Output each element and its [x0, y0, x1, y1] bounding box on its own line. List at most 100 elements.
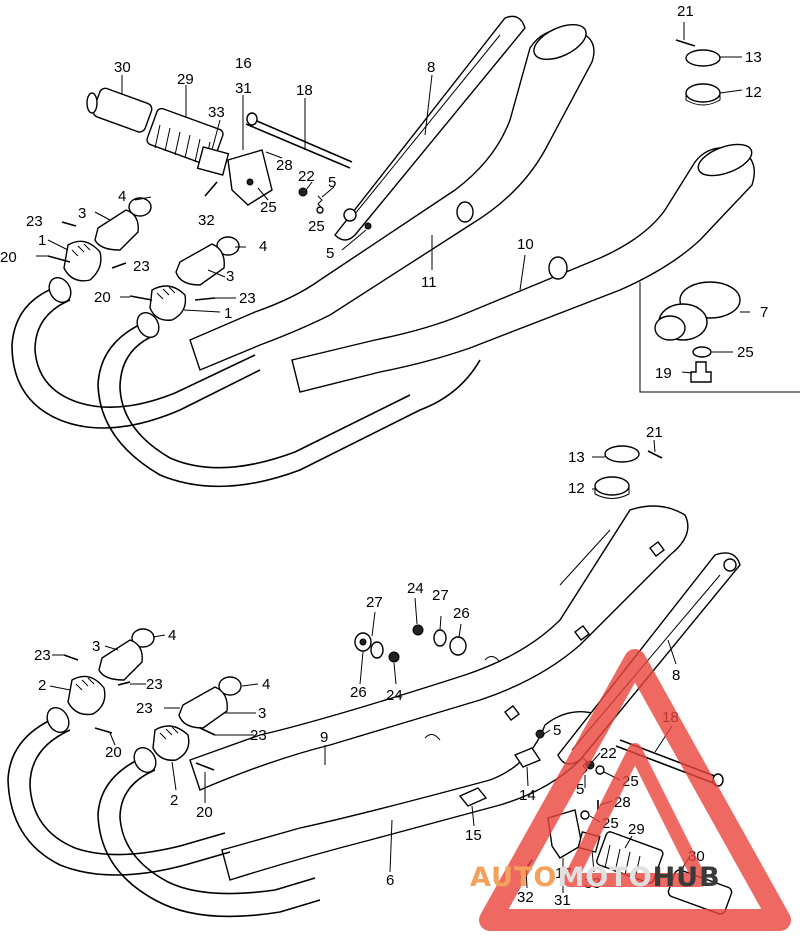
- callout-3-upper-a: 3: [78, 205, 86, 222]
- callout-23-upper-c: 23: [239, 290, 256, 307]
- callout-1-upper-a: 1: [38, 232, 46, 249]
- washer-25-lower-a[interactable]: [595, 765, 605, 775]
- callout-22-lower: 22: [600, 745, 617, 762]
- gasket-4-lower-left[interactable]: [131, 628, 155, 648]
- callout-13-mid: 13: [568, 449, 585, 466]
- callout-25-lower-b: 25: [602, 815, 619, 832]
- bolt-20-lower-right[interactable]: [195, 762, 215, 771]
- callout-20-upper-a: 20: [0, 249, 17, 266]
- exhaust-pipe-upper-left[interactable]: [11, 284, 261, 429]
- callout-4-upper-b: 4: [259, 238, 267, 255]
- joint-3-lower-left[interactable]: [98, 639, 143, 681]
- callout-24-lower-b: 24: [386, 687, 403, 704]
- flange-2-lower-left[interactable]: [67, 675, 106, 716]
- callout-3-lower-b: 3: [258, 705, 266, 722]
- exhaust-pipe-lower-left[interactable]: [7, 714, 231, 876]
- joint-3-lower-right[interactable]: [178, 686, 228, 729]
- exhaust-pipe-upper-right[interactable]: [97, 319, 481, 488]
- callout-30-upper: 30: [114, 59, 131, 76]
- upper-leader-lines: [36, 22, 750, 490]
- callout-5-upper-b: 5: [326, 245, 334, 262]
- callout-28-upper: 28: [276, 157, 293, 174]
- washer-26-b[interactable]: [449, 636, 467, 656]
- gasket-4-upper-right[interactable]: [216, 236, 240, 256]
- inset-border: [639, 282, 800, 393]
- nut-5-lower-a[interactable]: [535, 729, 545, 739]
- rubber-12-mid[interactable]: [594, 476, 630, 496]
- callout-15: 15: [465, 827, 482, 844]
- callout-2-lower-b: 2: [170, 792, 178, 809]
- callout-23-lower-c: 23: [136, 700, 153, 717]
- washer-25-inset[interactable]: [692, 346, 712, 358]
- callout-23-lower-d: 23: [250, 727, 267, 744]
- gasket-4-lower-right[interactable]: [218, 676, 242, 696]
- callout-5-lower-a: 5: [553, 722, 561, 739]
- gasket-4-upper-left[interactable]: [128, 197, 152, 217]
- rubber-12-top[interactable]: [685, 83, 721, 103]
- callout-3-lower-a: 3: [92, 638, 100, 655]
- holder-17[interactable]: [547, 809, 583, 859]
- step-bar-30-lower[interactable]: [667, 869, 733, 916]
- bolt-21-top[interactable]: [675, 39, 696, 47]
- callout-23-upper-a: 23: [26, 213, 43, 230]
- callout-23-upper-b: 23: [133, 258, 150, 275]
- callout-16: 16: [235, 55, 252, 72]
- callout-19: 19: [655, 365, 672, 382]
- upper-assembly: [11, 15, 800, 499]
- bolt-32[interactable]: [204, 181, 218, 197]
- upper-callouts: 30 29 33 16 31 18 8 21 13 12 28 22 5 25 …: [0, 3, 768, 497]
- plate-33-lower[interactable]: [577, 831, 601, 853]
- callout-32-upper: 32: [198, 212, 215, 229]
- flange-1-upper-right[interactable]: [149, 285, 187, 321]
- pivot-rod-18[interactable]: [245, 117, 353, 169]
- callout-22-upper: 22: [298, 168, 315, 185]
- bolt-20-lower-left[interactable]: [94, 727, 113, 734]
- joint-3-upper-right[interactable]: [175, 243, 225, 286]
- joint-3-upper-left[interactable]: [94, 209, 139, 251]
- callout-23-lower-a: 23: [34, 647, 51, 664]
- tail-pipe-7[interactable]: [654, 281, 741, 341]
- bolt-20-upper-left[interactable]: [47, 255, 71, 263]
- callout-30-lower: 30: [688, 848, 705, 865]
- callout-10: 10: [517, 236, 534, 253]
- callout-21-top: 21: [677, 3, 694, 20]
- callout-23-lower-b: 23: [146, 676, 163, 693]
- callout-5-upper-a: 5: [328, 174, 336, 191]
- callout-4-lower-b: 4: [262, 676, 270, 693]
- callout-12-mid: 12: [568, 480, 585, 497]
- callout-25-inset: 25: [737, 344, 754, 361]
- callout-28-lower: 28: [614, 794, 631, 811]
- callout-29-lower: 29: [628, 821, 645, 838]
- callout-27-lower-b: 27: [432, 587, 449, 604]
- bolt-19[interactable]: [690, 361, 712, 383]
- callout-29-upper: 29: [177, 71, 194, 88]
- clamp-13-mid[interactable]: [604, 445, 640, 463]
- plate-33[interactable]: [196, 146, 230, 176]
- callout-4-upper-a: 4: [118, 188, 126, 205]
- clamp-13-top[interactable]: [685, 49, 721, 67]
- washer-25-upper[interactable]: [316, 206, 324, 214]
- washer-27-b[interactable]: [433, 629, 447, 647]
- callout-17: 17: [555, 865, 572, 882]
- nut-24-a[interactable]: [388, 651, 400, 663]
- nut-22[interactable]: [298, 187, 308, 197]
- callout-20-upper-b: 20: [94, 289, 111, 306]
- bolt-20-upper-right[interactable]: [129, 295, 153, 301]
- callout-32-lower: 32: [517, 889, 534, 906]
- bolt-21-mid[interactable]: [647, 450, 663, 459]
- lower-assembly: [7, 505, 741, 918]
- washer-25-lower-b[interactable]: [580, 810, 590, 820]
- callout-31-lower: 31: [554, 892, 571, 909]
- callout-25-lower-a: 25: [622, 773, 639, 790]
- bracket-8-upper[interactable]: [334, 15, 526, 241]
- callout-25-upper-b: 25: [308, 218, 325, 235]
- flange-2-lower-right[interactable]: [152, 725, 190, 761]
- callout-27-lower-a: 27: [366, 594, 383, 611]
- callout-11: 11: [421, 274, 437, 291]
- callout-3-upper-b: 3: [226, 268, 234, 285]
- washer-27-a[interactable]: [370, 641, 384, 659]
- callout-8-upper: 8: [427, 59, 435, 76]
- nut-24-b[interactable]: [412, 624, 424, 636]
- muffler-9[interactable]: [189, 505, 689, 791]
- exhaust-pipe-lower-right[interactable]: [97, 754, 321, 918]
